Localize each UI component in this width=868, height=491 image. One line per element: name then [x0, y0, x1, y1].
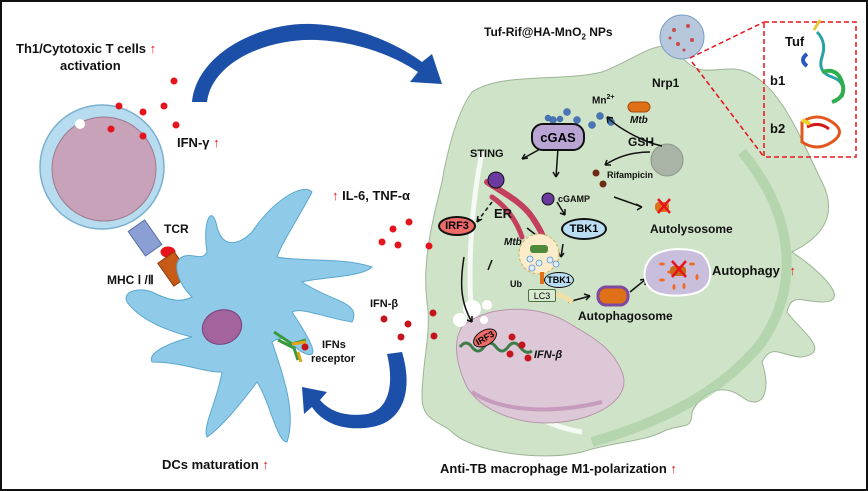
il6-tnf-text: IL-6, TNF-α: [342, 188, 411, 203]
red-x-icon: [671, 260, 687, 278]
lc3-node: LC3: [528, 289, 556, 302]
flow-arrow-top: [192, 23, 442, 102]
up-arrow-icon: ↑: [213, 135, 220, 150]
mn-ion-label: Mn2+: [592, 94, 614, 106]
mtb-top-label: Mtb: [630, 115, 648, 126]
dcs-maturation-text: DCs maturation: [162, 457, 259, 472]
er-fold: [489, 194, 525, 240]
sting-label: STING: [470, 148, 504, 160]
autophagy-label: Autophagy ↑: [712, 264, 796, 277]
t-cell-highlight: [75, 119, 85, 129]
gsh-label: GSH: [628, 135, 655, 149]
ifn-dot: [301, 343, 309, 351]
zoom-tuf-label: Tuf: [785, 34, 805, 49]
ifn-beta-dots: [380, 309, 532, 362]
il6-tnf-label: ↑ IL-6, TNF-α: [332, 189, 410, 202]
receptor-label: receptor: [311, 353, 356, 365]
nanoparticle-label: Tuf-Rif@HA-MnO2 NPs: [484, 26, 613, 41]
degraded-nanoparticle-icon: [650, 143, 684, 177]
ifn-beta-nucleus-label: IFN-β: [534, 349, 563, 361]
mhc-label: MHC Ⅰ /Ⅱ: [107, 273, 154, 287]
up-arrow-icon: ↑: [149, 41, 157, 56]
dendritic-cell: [125, 188, 373, 443]
il6-tnf-dots: [378, 218, 433, 250]
tcr-receptor: [127, 219, 163, 257]
up-arrow-icon: ↑: [262, 457, 269, 472]
vesicle-bubble: [480, 316, 488, 324]
m1-polarization-label: Anti-TB macrophage M1-polarization ↑: [440, 462, 677, 475]
zoom-b1-label: b1: [770, 73, 786, 88]
cgamp-label: cGAMP: [558, 194, 591, 204]
autophagosome-label: Autophagosome: [578, 309, 673, 323]
nanoparticle-texture: [668, 24, 694, 52]
mn-superscript: 2+: [606, 94, 615, 101]
zoom-box: [763, 21, 857, 158]
cgas-node: cGAS: [531, 123, 585, 151]
t-cell-body: [51, 116, 157, 222]
ub-label: Ub: [510, 279, 522, 289]
rifampicin-label: Rifampicin: [607, 170, 654, 180]
mtb-in-vesicle-icon: [530, 245, 548, 253]
mtb-bacterium-icon: [627, 101, 651, 113]
flow-arrow-bottom: [302, 352, 407, 429]
vesicle-bubble: [453, 313, 467, 327]
ifn-gamma-dots: [107, 77, 180, 140]
dcs-maturation-label: DCs maturation ↑: [162, 458, 269, 471]
sting-protein-icon: [487, 171, 505, 189]
zoom-connector: [689, 21, 765, 158]
t-cell-activation-label: Th1/Cytotoxic T cells ↑: [16, 42, 156, 55]
nanoparticle-subscript: 2: [581, 32, 586, 42]
ifns-receptor-tip: [291, 340, 307, 363]
autolysosome-label: Autolysosome: [650, 222, 733, 236]
nanoparticle-icon: [659, 14, 705, 60]
macrophage-rim-shade: [590, 148, 792, 447]
er-label: ER: [494, 206, 513, 221]
ub-vesicle: [518, 233, 560, 275]
rifampicin-dot: [592, 169, 600, 177]
rifampicin-dot: [599, 180, 607, 188]
ubiquitin-dots: [526, 255, 560, 272]
zoom-b2-label: b2: [770, 121, 786, 136]
t-cell-activation-text: Th1/Cytotoxic T cells: [16, 41, 147, 56]
nrp1-label: Nrp1: [652, 76, 680, 90]
tbk1-small-node: TBK1: [544, 272, 574, 288]
tbk1-node: TBK1: [561, 218, 607, 240]
mn-text: Mn: [592, 95, 607, 107]
ifn-beta-outer-label: IFN-β: [370, 298, 399, 310]
red-x-icon: [657, 198, 671, 214]
vesicle-bubble: [482, 300, 492, 310]
nanoparticle-suffix: NPs: [585, 25, 613, 39]
macrophage-nucleus: [456, 308, 625, 424]
irf3-node: IRF3: [438, 216, 476, 236]
autophagy-text: Autophagy: [712, 263, 780, 278]
up-arrow-icon: ↑: [670, 461, 677, 476]
dendritic-cell-nucleus: [201, 309, 243, 345]
m1-polarization-text: Anti-TB macrophage M1-polarization: [440, 461, 667, 476]
nucleus-shade: [470, 390, 603, 412]
tcr-label: TCR: [164, 222, 189, 236]
mn-ions: [544, 108, 615, 129]
up-arrow-icon: ↑: [332, 188, 339, 203]
ifn-gamma-label: IFN-γ ↑: [177, 136, 220, 149]
sting-cgamp-icon: [541, 192, 555, 206]
ifns-label: IFNs: [322, 339, 346, 351]
tuf-protein-structure: [800, 19, 846, 149]
activation-label: activation: [60, 58, 121, 73]
nanoparticle-text: Tuf-Rif@HA-MnO: [484, 25, 582, 39]
up-arrow-icon: ↑: [789, 263, 797, 278]
ifn-gamma-text: IFN-γ: [177, 135, 210, 150]
autophagosome-icon: [596, 285, 630, 307]
mtb-vesicle-label: Mtb: [504, 237, 522, 248]
